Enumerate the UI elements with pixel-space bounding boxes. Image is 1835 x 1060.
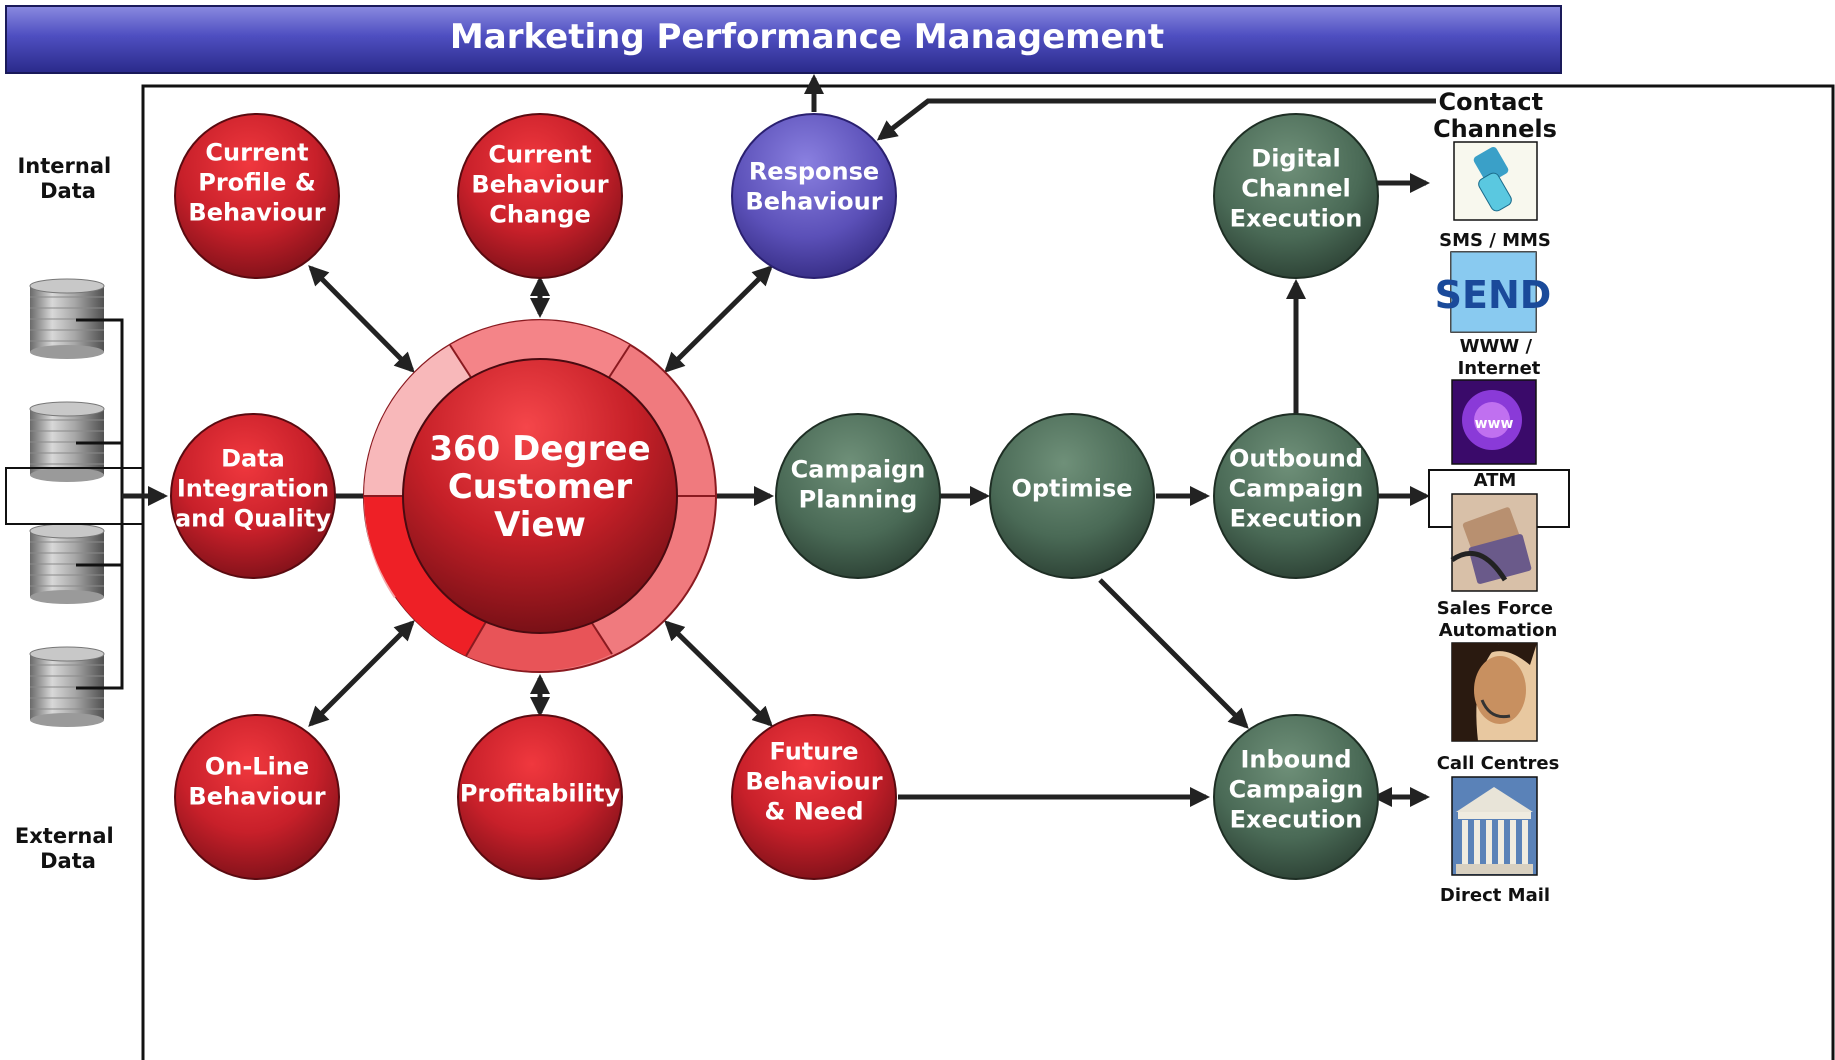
svg-text:www: www <box>1475 416 1514 432</box>
node-circle <box>989 413 1155 579</box>
source-connectors <box>5 318 168 690</box>
call-centres-label: Call Centres <box>1437 753 1560 774</box>
node-circle <box>1213 113 1379 279</box>
arrow-future-center <box>664 620 773 727</box>
node-circle <box>457 113 623 279</box>
arrow-response-center <box>664 265 773 373</box>
sales-force-label: Sales Force Automation <box>1437 598 1559 641</box>
node-optimise: Optimise <box>989 413 1155 579</box>
internal-data-label: Internal Data <box>17 154 118 203</box>
arrow-channels-response <box>876 98 1436 141</box>
data-sources <box>29 278 105 727</box>
main-frame <box>141 84 1835 1060</box>
external-data-label: External Data <box>15 824 121 873</box>
node-label: Profitability <box>460 779 621 807</box>
node-profitability: Profitability <box>457 714 623 880</box>
node-circle <box>731 714 897 880</box>
node-circle <box>731 113 897 279</box>
building-columns-icon <box>1451 776 1538 876</box>
headset-agent-icon <box>1451 642 1538 742</box>
node-circle <box>775 413 941 579</box>
database-icon <box>29 401 105 482</box>
www-label: WWW / Internet <box>1458 336 1541 379</box>
node-circle <box>457 714 623 880</box>
atm-card-icon <box>1450 493 1538 592</box>
page-title: Marketing Performance Management <box>450 17 1164 57</box>
arrow-profile-center <box>308 265 415 373</box>
arrow-optimise-inbound <box>1098 578 1249 729</box>
contact-channels: Contact Channels SMS / MMS SEND WWW / In… <box>1433 88 1559 906</box>
node-label: Optimise <box>1011 474 1132 502</box>
sms-label: SMS / MMS <box>1439 230 1551 251</box>
connectors <box>308 74 1436 807</box>
node-circle <box>174 113 340 279</box>
globe-icon: www <box>1451 379 1537 465</box>
title-bar: Marketing Performance Management <box>5 5 1562 74</box>
node-circle <box>170 413 336 579</box>
node-circle <box>1213 714 1379 880</box>
node-circle <box>1213 413 1379 579</box>
www-send-icon: SEND <box>1435 251 1552 333</box>
arrow-online-center <box>308 620 415 727</box>
svg-text:SEND: SEND <box>1435 273 1552 317</box>
center-node <box>363 319 717 673</box>
sms-icon <box>1453 141 1538 221</box>
atm-label: ATM <box>1474 470 1517 491</box>
contact-channels-heading: Contact Channels <box>1433 88 1557 143</box>
node-circle <box>174 714 340 880</box>
direct-mail-label: Direct Mail <box>1440 885 1550 906</box>
